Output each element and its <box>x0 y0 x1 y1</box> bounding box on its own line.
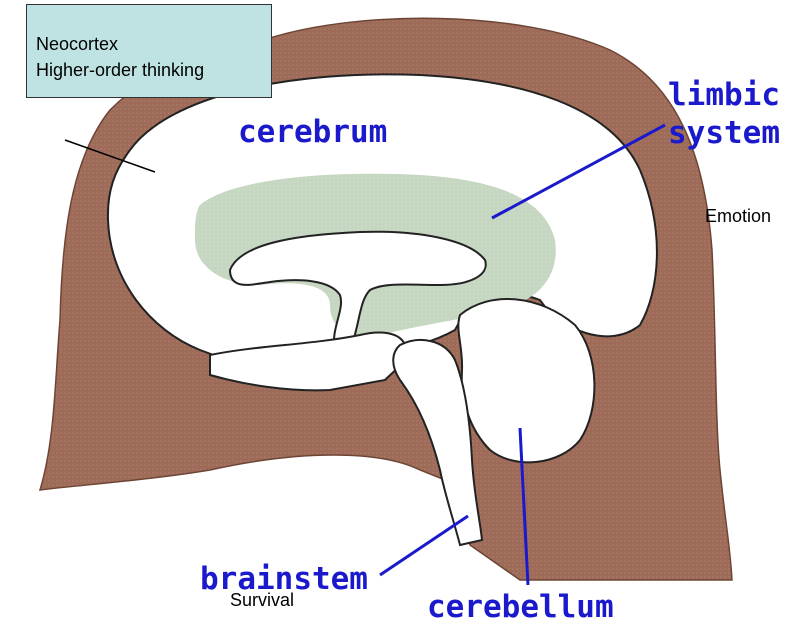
cerebrum-label: cerebrum <box>238 114 387 150</box>
neocortex-note: Neocortex Higher-order thinking <box>26 4 272 98</box>
note-line-1: Neocortex <box>36 31 271 57</box>
survival-label: Survival <box>230 590 294 610</box>
emotion-label: Emotion <box>705 206 771 226</box>
limbic-label-line2: system <box>668 115 780 151</box>
cerebellum-label: cerebellum <box>427 589 614 621</box>
limbic-label-line1: limbic <box>668 77 780 113</box>
cerebellum-region <box>458 299 594 462</box>
note-line-2: Higher-order thinking <box>36 57 271 83</box>
brainstem-pointer <box>380 516 468 575</box>
